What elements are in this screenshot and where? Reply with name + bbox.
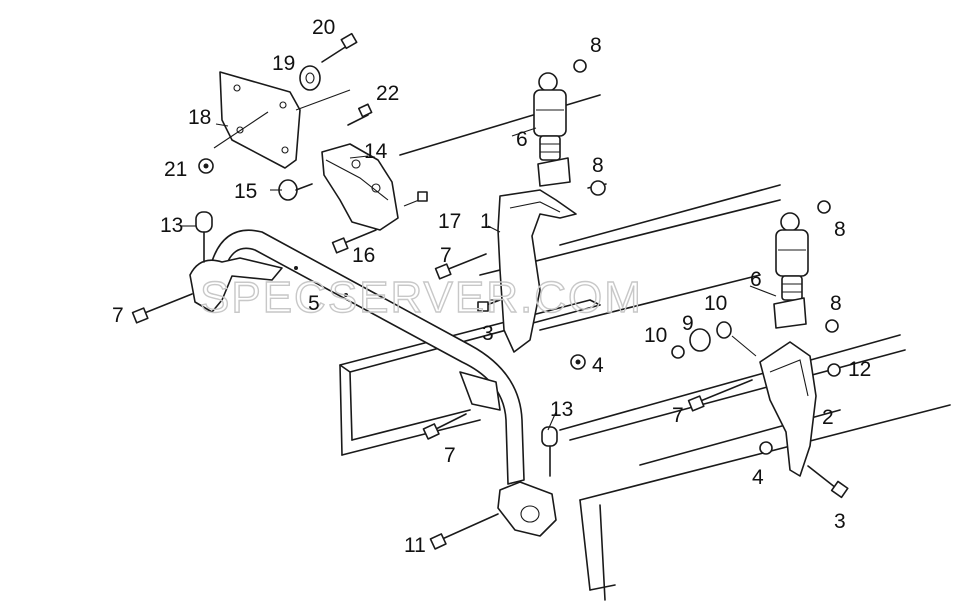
callout-13: 13: [160, 214, 183, 237]
bolt-11: [429, 513, 499, 550]
callout-2: 2: [822, 406, 834, 429]
bump-stop-13-lower: [541, 426, 558, 477]
callout-3: 3: [482, 322, 494, 345]
watermark: SPECSERVER.COM: [200, 273, 643, 322]
bolt-7-left: [131, 293, 193, 324]
callout-17: 17: [438, 210, 461, 233]
bolt-3-center: [477, 299, 501, 312]
callout-15: 15: [234, 180, 257, 203]
callout-8: 8: [830, 292, 842, 315]
shock-absorber-6-right: [773, 200, 839, 333]
bolt-16: [331, 229, 377, 254]
nut-21: [198, 158, 214, 174]
callout-13: 13: [550, 398, 573, 421]
callout-6: 6: [516, 128, 528, 151]
callout-7: 7: [440, 244, 452, 267]
bolt-7-center: [434, 253, 487, 280]
callout-3: 3: [834, 510, 846, 533]
bolt-7-right: [687, 379, 753, 412]
callout-19: 19: [272, 52, 295, 75]
callout-5: 5: [308, 292, 320, 315]
bracket-14: [321, 143, 428, 231]
mount-bracket-center: [459, 371, 501, 411]
bump-stop-13-upper: [195, 211, 213, 263]
cross-tube-5: [209, 229, 525, 485]
support-bracket-2: [759, 341, 849, 499]
nut-4-center: [570, 354, 586, 370]
bracket-plate-18: [219, 71, 351, 169]
callout-7: 7: [672, 404, 684, 427]
callout-6: 6: [750, 268, 762, 291]
callout-16: 16: [352, 244, 375, 267]
mount-bracket-left: [189, 257, 283, 313]
callout-10: 10: [644, 324, 667, 347]
bushing-15: [278, 179, 313, 201]
bolt-22: [347, 103, 373, 126]
callout-20: 20: [312, 16, 335, 39]
callout-labels: 20 19 22 18 21 14 15 13 17 1 16 7 7 5 3 …: [112, 16, 871, 557]
callout-11: 11: [404, 534, 426, 557]
callout-4: 4: [752, 466, 764, 489]
callout-7: 7: [112, 304, 124, 327]
callout-4: 4: [592, 354, 604, 377]
callout-9: 9: [682, 312, 694, 335]
callout-12: 12: [848, 358, 871, 381]
bolt-20: [321, 32, 358, 63]
bolt-7-lower: [422, 413, 467, 440]
callout-1: 1: [480, 210, 492, 233]
callout-21: 21: [164, 158, 187, 181]
callout-7: 7: [444, 444, 456, 467]
bushing-9-10: [671, 321, 757, 359]
callout-14: 14: [364, 140, 388, 163]
callout-22: 22: [376, 82, 399, 105]
callout-8: 8: [834, 218, 846, 241]
callout-10: 10: [704, 292, 727, 315]
bushing-19: [299, 65, 321, 91]
callout-18: 18: [188, 106, 211, 129]
callout-8: 8: [592, 154, 604, 177]
callout-8: 8: [590, 34, 602, 57]
lower-mount-11: [497, 481, 557, 537]
leader-lines: [180, 111, 777, 431]
shock-absorber-6-upper: [533, 59, 606, 196]
support-bracket-1: [490, 183, 607, 353]
